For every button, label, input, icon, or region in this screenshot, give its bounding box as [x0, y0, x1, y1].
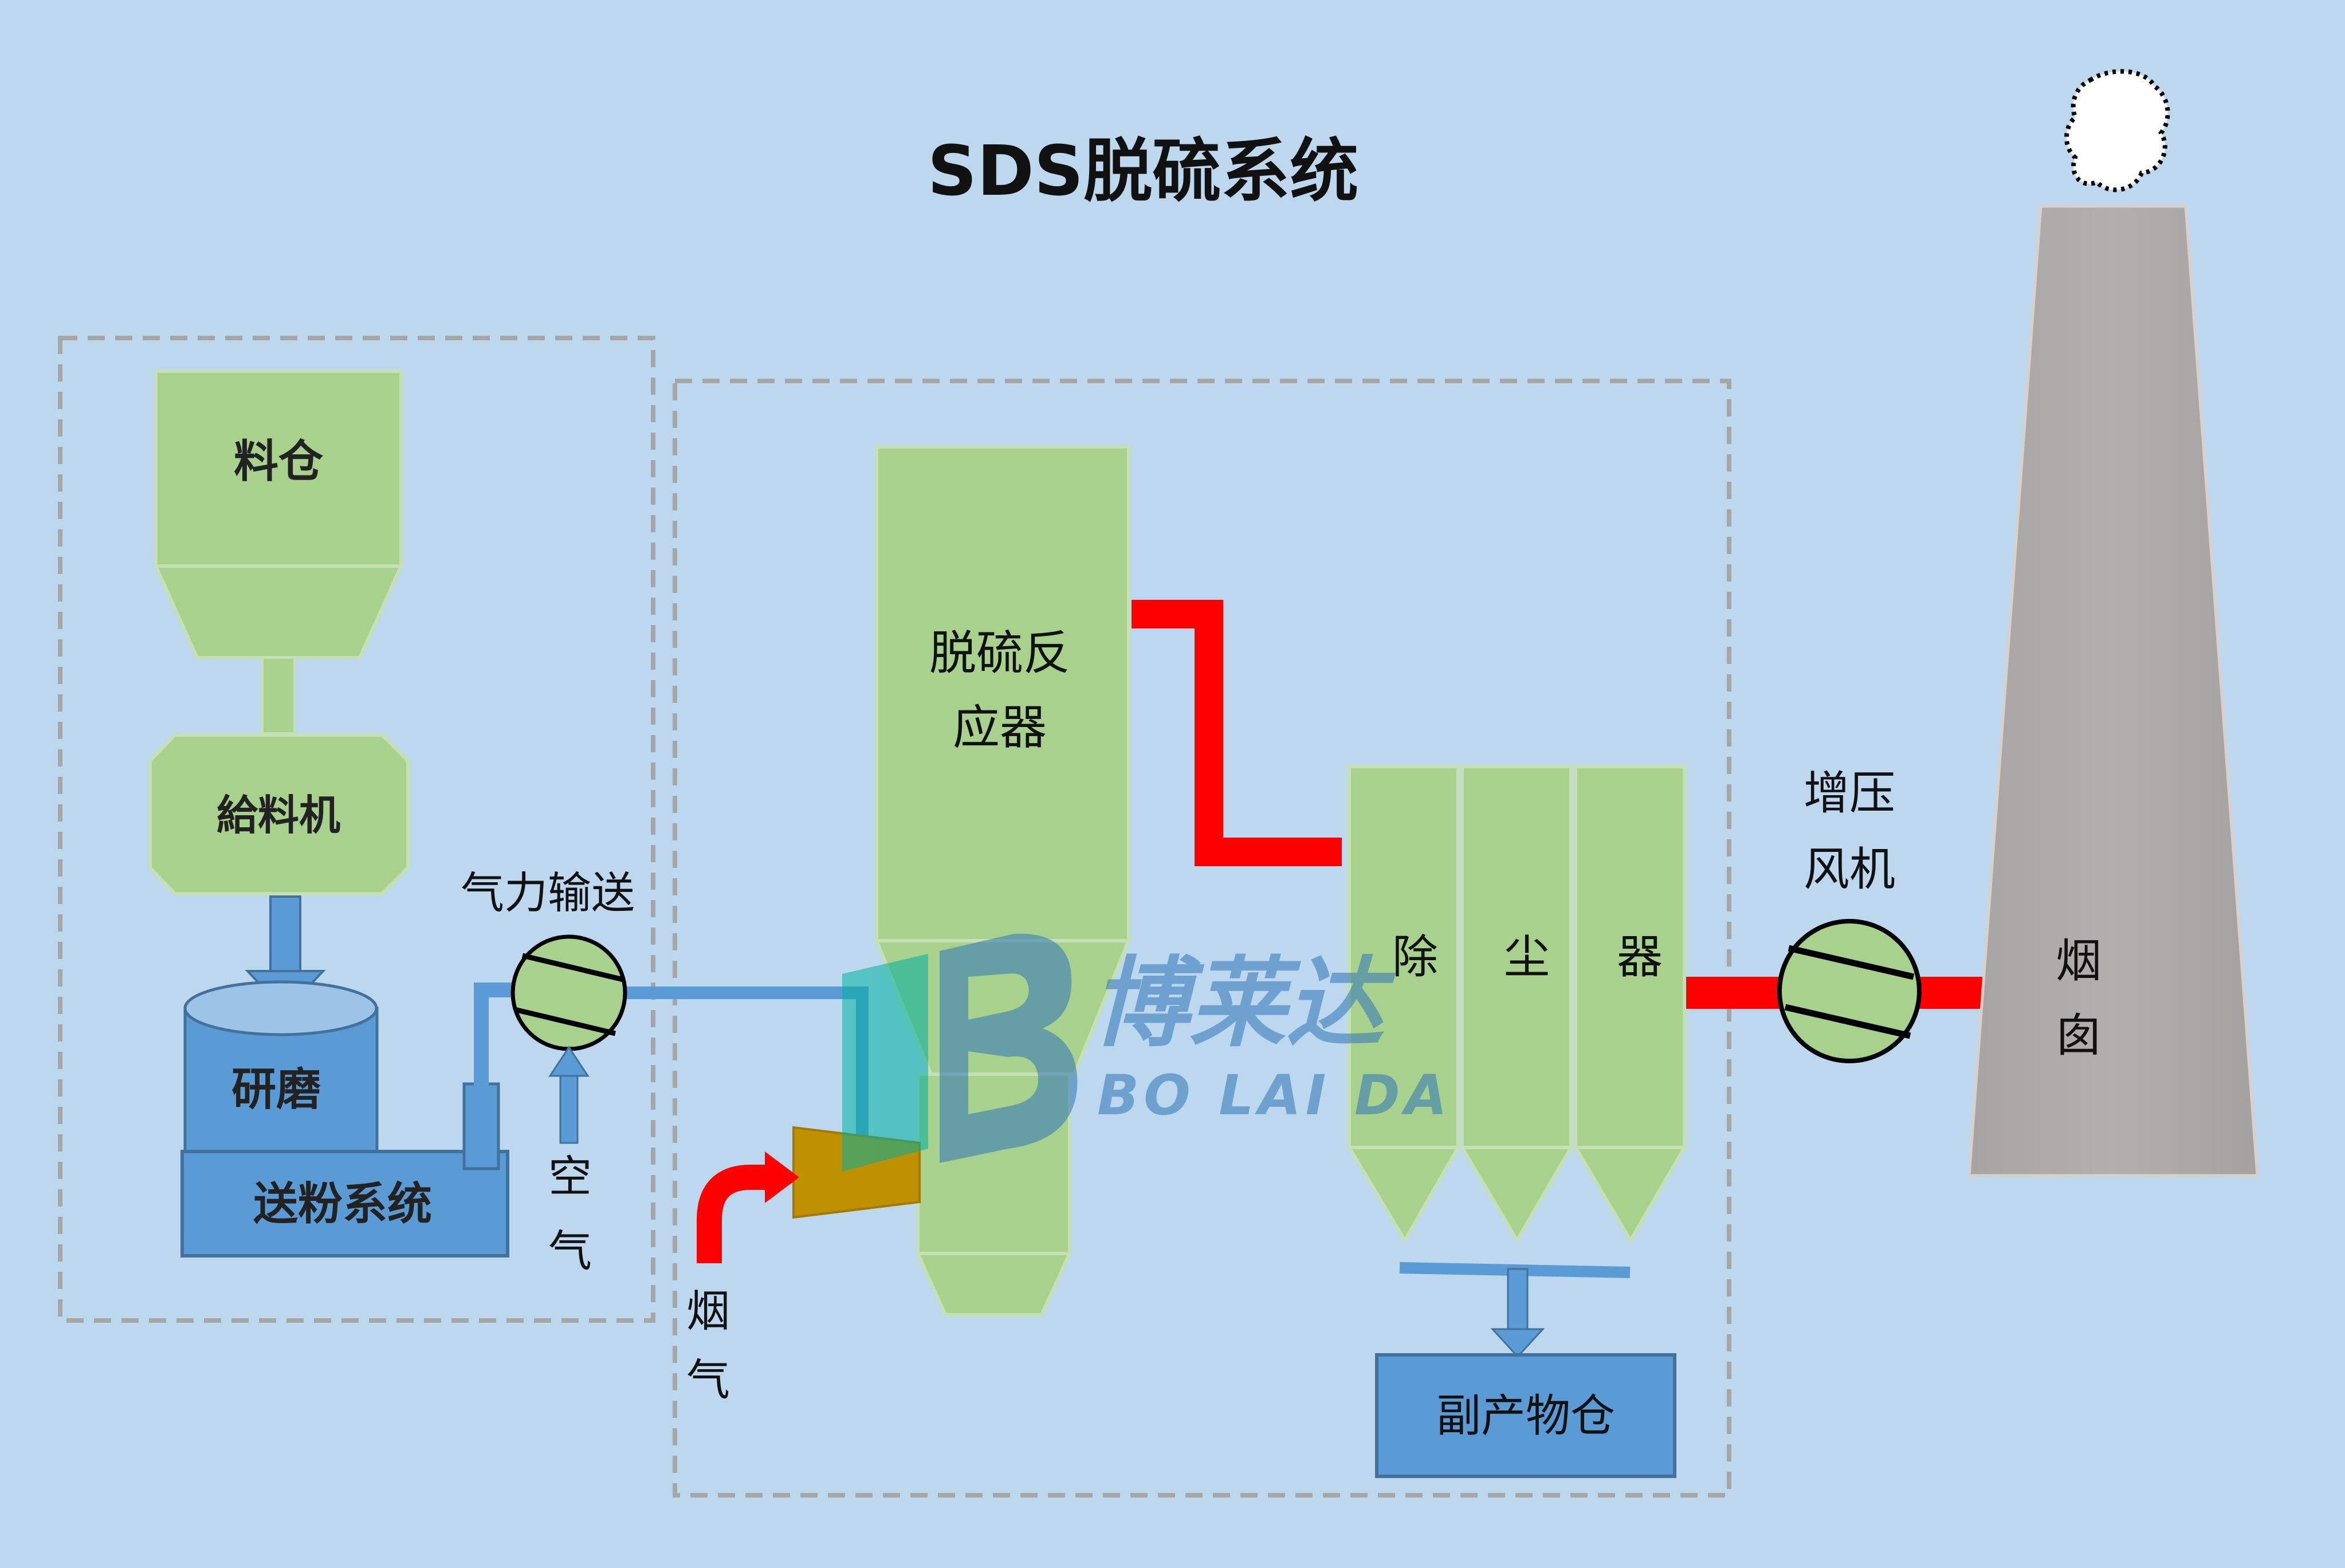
collector-hopper-1: [1346, 1146, 1462, 1244]
grinder-top: [183, 980, 378, 1036]
silo-chute: [261, 657, 296, 734]
feed-system-group-box: [58, 336, 655, 1323]
byproduct-bin-label: 副产物仓: [1436, 1390, 1615, 1442]
pneumatic-blower: [510, 934, 627, 1051]
chimney-label-2: 囱: [2056, 1009, 2102, 1062]
brand-watermark-cn: 博莱达: [1091, 947, 1396, 1060]
reactor-bottom-hopper: [915, 1252, 1073, 1317]
diagram-title: SDS脱硫系统: [928, 132, 1358, 211]
brand-watermark-en: BO LAI DA: [1097, 1063, 1452, 1127]
byproduct-shaft: [1507, 1268, 1529, 1332]
reactor-label-2: 应器: [953, 701, 1047, 755]
collector-label-1: 除: [1392, 930, 1438, 984]
powder-feed-system-label: 送粉系统: [253, 1178, 432, 1230]
dust-collector: [1346, 765, 1688, 1244]
collector-to-fan-flue: [1686, 977, 1781, 1009]
collector-label-2: 尘: [1504, 930, 1550, 984]
feeder-to-grinder-shaft: [269, 895, 301, 972]
grinder-label: 研磨: [231, 1064, 321, 1115]
flue-gas-label-2: 气: [686, 1354, 730, 1405]
air-label-2: 气: [548, 1225, 592, 1276]
booster-fan-label-2: 风机: [1804, 843, 1895, 896]
collector-chamber-3: [1574, 765, 1686, 1149]
feeder-label: 給料机: [217, 791, 340, 839]
silo-hopper: [153, 564, 404, 659]
brand-watermark: 博莱达 BO LAI DA: [842, 933, 1452, 1172]
silo-label: 料仓: [234, 436, 324, 488]
smoke-puff-icon: [2064, 69, 2170, 192]
powder-outlet-nozzle: [462, 1082, 500, 1170]
reactor-body: [875, 445, 1130, 942]
byproduct-bin: [1375, 1353, 1676, 1478]
booster-fan-label-1: 增压: [1804, 767, 1895, 820]
silo-body: [154, 370, 403, 568]
flue-gas-label-1: 烟: [686, 1286, 730, 1337]
booster-fan: [1777, 919, 1922, 1063]
reactor-to-collector-flue: [1132, 600, 1342, 866]
desulfurization-group-box: [673, 379, 1731, 1498]
pneumatic-label: 气力输送: [461, 867, 635, 918]
flue-gas-inlet-pipe: [697, 1165, 771, 1263]
collector-chamber-2: [1460, 765, 1573, 1149]
collector-chamber-1: [1348, 765, 1460, 1149]
byproduct-arrow-icon: [1490, 1328, 1545, 1358]
feeder: [148, 733, 410, 895]
chimney-label-1: 烟: [2056, 934, 2102, 988]
collector-hopper-2: [1459, 1146, 1574, 1244]
powder-feed-system: [180, 1150, 509, 1257]
flue-gas-inlet-arrow-icon: [765, 1152, 799, 1203]
brand-logo-icon: [842, 933, 1078, 1172]
air-label-1: 空: [548, 1151, 592, 1202]
air-inlet-arrow-icon: [548, 1046, 590, 1077]
collector-hopper-3: [1572, 1146, 1688, 1244]
air-inlet-shaft: [559, 1064, 579, 1144]
fan-to-chimney-flue: [1911, 977, 1985, 1009]
reactor-label-1: 脱硫反: [929, 626, 1070, 681]
collector-label-3: 器: [1617, 930, 1663, 984]
pneumatic-pipe-inlet: [474, 983, 513, 1086]
chimney: [1967, 205, 2259, 1177]
